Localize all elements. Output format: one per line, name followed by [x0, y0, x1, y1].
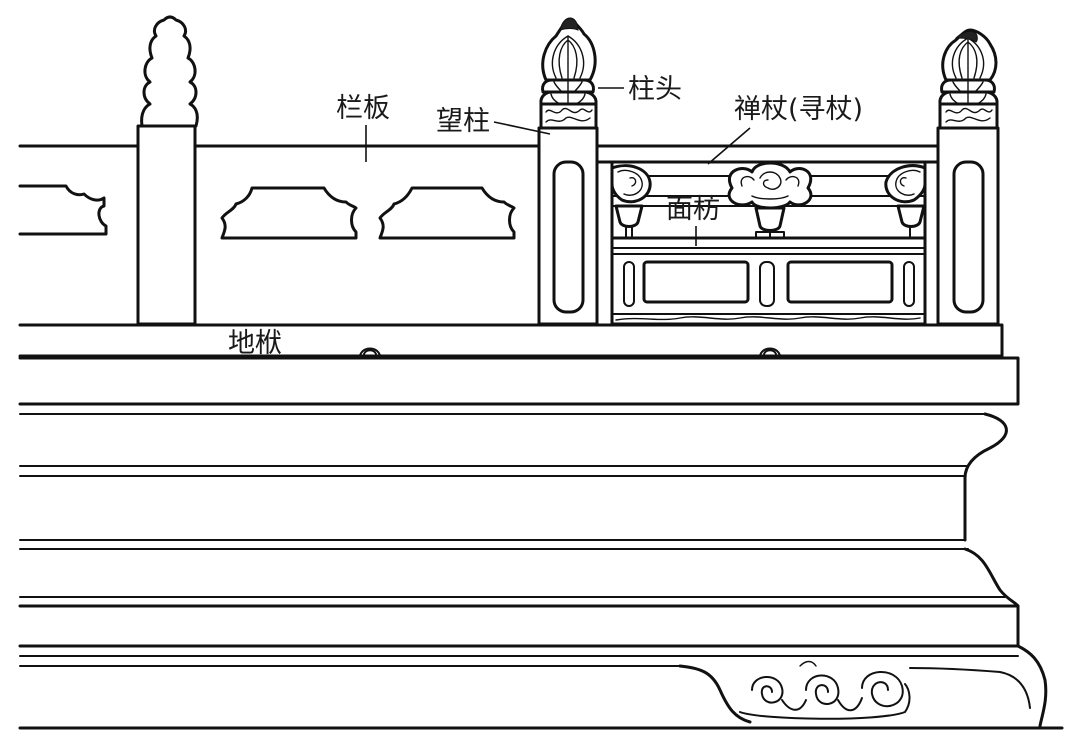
left-post-shaft: [136, 124, 197, 326]
drain-boss-left: [359, 347, 381, 357]
panel-slot-3: [903, 261, 915, 307]
right-post-shaft: [936, 126, 1000, 326]
cloud-block-left: [610, 164, 652, 239]
slab-opening-1: [18, 184, 108, 236]
xunzhang-balustrade-bay: [595, 144, 940, 326]
panel-slot-1: [623, 261, 635, 307]
panel-slot-2: [759, 261, 775, 307]
right-post: [936, 28, 1000, 326]
leader-xunzhang: [707, 127, 751, 165]
label-lanban: 栏板: [336, 93, 390, 124]
platform-base: [18, 323, 1064, 730]
right-post-panel: [952, 160, 985, 314]
foot-curve-left: [678, 664, 752, 724]
label-mianfang: 面枋: [666, 194, 720, 225]
label-zhutou: 柱头: [628, 74, 682, 105]
label-wangzhu: 望柱: [436, 106, 490, 137]
lower-molding: [18, 604, 1020, 648]
cloud-scroll-ornament: [739, 660, 911, 720]
label-xunzhang: 禅杖(寻杖): [734, 94, 863, 125]
right-post-head-base: [938, 102, 999, 130]
cloud-block-right: [884, 164, 927, 239]
cornice-curve-lower: [963, 547, 1020, 608]
upper-molding: [18, 356, 1020, 406]
cornice-curve-upper: [963, 412, 1008, 480]
wangzhu-post: [537, 17, 599, 326]
slab-opening-2: [220, 186, 358, 240]
drain-boss-right: [759, 347, 781, 357]
slab-opening-3: [378, 186, 516, 240]
foot-inner-curve: [909, 667, 1031, 709]
left-post: [136, 15, 199, 326]
panel-window-left: [642, 260, 750, 304]
gourd-post-head: [140, 15, 199, 128]
callouts: 栏板 望柱 柱头 禅杖(寻杖) 面枋 地栿: [228, 74, 863, 359]
wangzhu-shaft: [537, 126, 599, 326]
lanban-slab-section: [18, 144, 542, 240]
label-difu: 地栿: [228, 328, 282, 359]
wangzhu-panel: [552, 160, 585, 314]
difu-sill: [18, 323, 1004, 358]
panel-window-right: [786, 260, 894, 304]
post-head-base: [539, 102, 598, 130]
cloud-block-center: [727, 161, 813, 239]
xunzhang-rail: [595, 144, 940, 164]
foot-curve-right: [1016, 644, 1048, 728]
leader-wangzhu: [493, 121, 551, 135]
